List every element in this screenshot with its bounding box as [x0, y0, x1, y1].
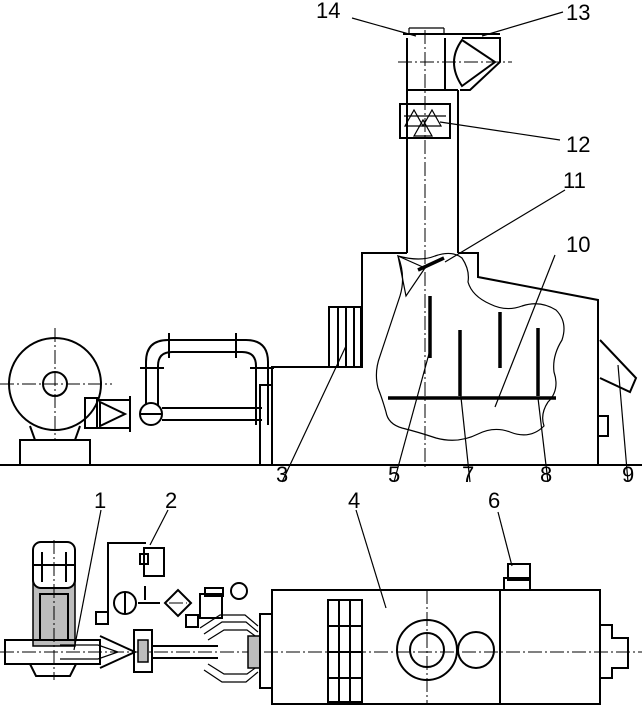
label-3: 3	[276, 462, 288, 487]
label-7: 7	[462, 462, 474, 487]
plan-piping	[95, 542, 261, 683]
plan-housing	[259, 563, 629, 705]
label-8: 8	[540, 462, 552, 487]
label-11: 11	[563, 168, 586, 193]
label-10: 10	[566, 232, 590, 257]
label-2: 2	[165, 488, 177, 513]
housing	[259, 252, 638, 466]
pipe-loop	[140, 333, 274, 425]
label-9: 9	[622, 462, 634, 487]
cutaway-section	[375, 252, 565, 441]
plan-fan	[0, 540, 642, 680]
label-1: 1	[94, 488, 106, 513]
label-13: 13	[566, 0, 590, 25]
vertical-column	[398, 27, 512, 470]
fan-motor	[0, 328, 262, 466]
label-14: 14	[316, 0, 340, 23]
label-6: 6	[488, 488, 500, 513]
label-12: 12	[566, 132, 590, 157]
label-5: 5	[388, 462, 400, 487]
leader-lines	[73, 11, 629, 651]
label-4: 4	[348, 488, 360, 513]
